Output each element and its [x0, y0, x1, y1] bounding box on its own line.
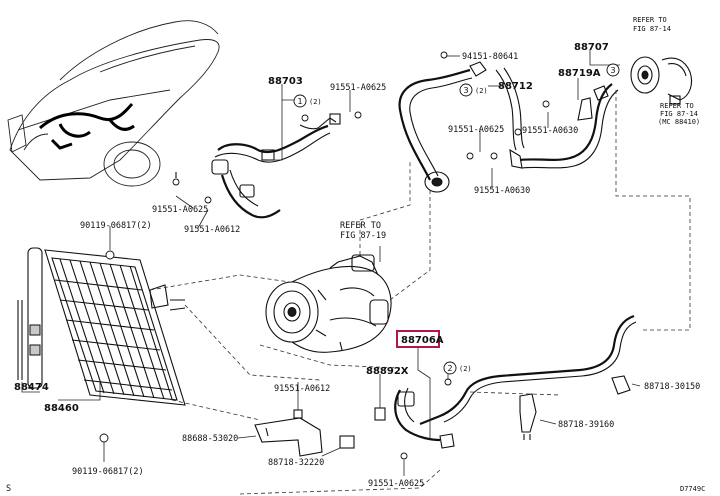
callout-1-number: 1 [298, 97, 303, 106]
bolts [172, 51, 550, 460]
label-91551-a0630-a: 91551-A0630 [522, 126, 578, 136]
label-88712: 88712 [498, 81, 533, 92]
condenser-fins [54, 258, 173, 400]
label-88460: 88460 [44, 403, 79, 414]
callout-3-right: 3 [606, 63, 620, 77]
label-refer-87-19-l1: REFER TO [340, 221, 381, 231]
label-88706a: 88706A [401, 335, 444, 346]
label-refer-right-l1: REFER TO [660, 102, 694, 110]
compressor [265, 254, 392, 353]
brackets-bottom [254, 407, 386, 457]
label-91551-a0625-mid: 91551-A0625 [448, 125, 504, 135]
label-88718-30150: 88718-30150 [644, 382, 700, 392]
callout-1-qty: (2) [309, 98, 322, 106]
label-88892x: 88892X [366, 366, 409, 377]
label-88474: 88474 [14, 382, 49, 393]
label-94151-80641: 94151-80641 [462, 52, 518, 62]
callout-2-qty: (2) [459, 365, 472, 373]
label-90119-06817-bottom: 90119-06817(2) [72, 467, 144, 477]
discharge-hose-88712 [398, 61, 525, 193]
label-91551-a0625-top: 91551-A0625 [330, 83, 386, 93]
label-88703: 88703 [268, 76, 303, 87]
callout-2: 2 (2) [443, 361, 472, 375]
callout-2-number: 2 [448, 364, 453, 373]
part-labels: 88703 91551-A0625 94151-80641 88707 REFE… [6, 16, 705, 494]
corner-mark-left: S [6, 484, 11, 494]
callout-1: 1 (2) [293, 94, 322, 108]
label-refer-87-14-l1: REFER TO [633, 16, 667, 24]
highlight-88706a[interactable]: 88706A [396, 330, 444, 348]
label-91551-a0625-bottom: 91551-A0625 [368, 479, 424, 489]
label-90119-06817-top: 90119-06817(2) [80, 221, 152, 231]
leader-lines [21, 50, 641, 476]
callout-3: 3 (2) [459, 83, 488, 97]
label-91551-a0625-left: 91551-A0625 [152, 205, 208, 215]
label-refer-right-l2: FIG 87-14 [660, 110, 698, 118]
label-refer-87-14-l2: FIG 87-14 [633, 25, 671, 33]
callout-3-right-number: 3 [611, 66, 616, 75]
label-refer-right-l3: (MC 88410) [658, 118, 700, 126]
condenser-assembly [17, 247, 186, 443]
callout-3-number: 3 [464, 86, 469, 95]
label-91551-a0612-left: 91551-A0612 [184, 225, 240, 235]
car-illustration [7, 20, 220, 187]
label-91551-a0612-bottom: 91551-A0612 [274, 384, 330, 394]
callout-3-qty: (2) [475, 87, 488, 95]
diagram-code: D7749C [680, 485, 705, 493]
dashed-routing [149, 90, 691, 495]
label-88718-32220: 88718-32220 [268, 458, 324, 468]
suction-hose-88703 [211, 113, 341, 219]
label-refer-87-19-l2: FIG 87-19 [340, 231, 386, 241]
pipe-88707 [519, 56, 693, 169]
label-88707: 88707 [574, 42, 609, 53]
label-88688-53020: 88688-53020 [182, 434, 238, 444]
label-91551-a0630-b: 91551-A0630 [474, 186, 530, 196]
wire-harness [38, 103, 135, 138]
label-88719a: 88719A [558, 68, 601, 79]
label-88718-39160: 88718-39160 [558, 420, 614, 430]
liquid-line-88706a [394, 314, 637, 449]
